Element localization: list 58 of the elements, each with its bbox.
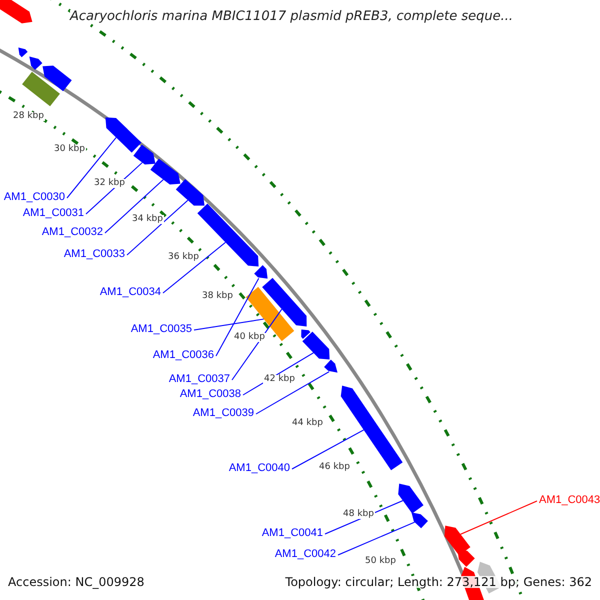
tick-label: 50 kbp: [364, 557, 397, 566]
gene-label: AM1_C0032: [42, 227, 103, 238]
tick-label: 28 kbp: [12, 112, 45, 121]
tick-label: 34 kbp: [131, 215, 164, 224]
gene-feature: [324, 360, 338, 373]
gene-label: AM1_C0036: [152, 350, 214, 361]
gene-feature: [301, 330, 310, 339]
tick-label: 46 kbp: [318, 463, 351, 472]
gene-label: AM1_C0037: [168, 374, 230, 385]
tick-label: 40 kbp: [233, 333, 266, 342]
leader-line: [104, 179, 164, 234]
leader-line: [292, 429, 364, 470]
tick-label: 30 kbp: [53, 145, 86, 154]
gene-feature: [18, 47, 28, 58]
gene-feature: [254, 265, 268, 279]
gene-label: AM1_C0041: [262, 528, 323, 539]
footer-text: Accession: NC_009928: [8, 576, 144, 588]
gene-feature: [176, 179, 204, 206]
gene-feature: [302, 332, 330, 360]
tick-label: 38 kbp: [201, 292, 234, 301]
leader-line: [338, 522, 416, 556]
leader-line: [460, 500, 538, 535]
leader-line: [216, 278, 260, 356]
gene-feature: [105, 117, 142, 153]
leader-line: [66, 137, 117, 198]
gene-label: AM1_C0034: [100, 287, 161, 298]
gene-label: AM1_C0035: [130, 324, 192, 335]
gene-bar: [246, 286, 294, 342]
gene-feature: [133, 144, 156, 164]
gene-label: AM1_C0031: [22, 208, 84, 219]
gene-label: AM1_C0040: [228, 463, 290, 474]
gene-feature: [262, 278, 307, 326]
leader-line: [126, 200, 188, 256]
leader-line: [232, 308, 282, 380]
gene-label: AM1_C0043: [539, 495, 600, 506]
gene-bar: [22, 72, 60, 106]
tick-label: 36 kbp: [167, 253, 200, 262]
title: Acaryochloris marina MBIC11017 plasmid pREB3, complete seque...: [70, 10, 513, 23]
leader-line: [256, 371, 330, 414]
gene-label: AM1_C0038: [180, 389, 241, 400]
tick-label: 48 kbp: [342, 510, 375, 519]
tick-label: 44 kbp: [291, 419, 324, 428]
leader-line: [162, 242, 226, 294]
leader-line: [194, 318, 264, 330]
tick-label: 42 kbp: [263, 375, 296, 384]
gene-label: AM1_C0030: [4, 192, 65, 203]
gene-label: AM1_C0039: [192, 408, 254, 419]
gene-feature: [150, 158, 180, 185]
gene-feature: [398, 484, 424, 514]
gene-label: AM1_C0042: [274, 549, 336, 560]
tick-label: 32 kbp: [93, 179, 126, 188]
gene-feature: [42, 66, 72, 92]
gene-feature: [0, 0, 32, 24]
gene-feature: [197, 204, 259, 267]
gene-feature: [411, 512, 428, 528]
gene-label: AM1_C0033: [64, 249, 125, 260]
footer-text: Topology: circular; Length: 273,121 bp; Genes: 362: [285, 576, 592, 588]
gene-feature: [29, 56, 42, 70]
